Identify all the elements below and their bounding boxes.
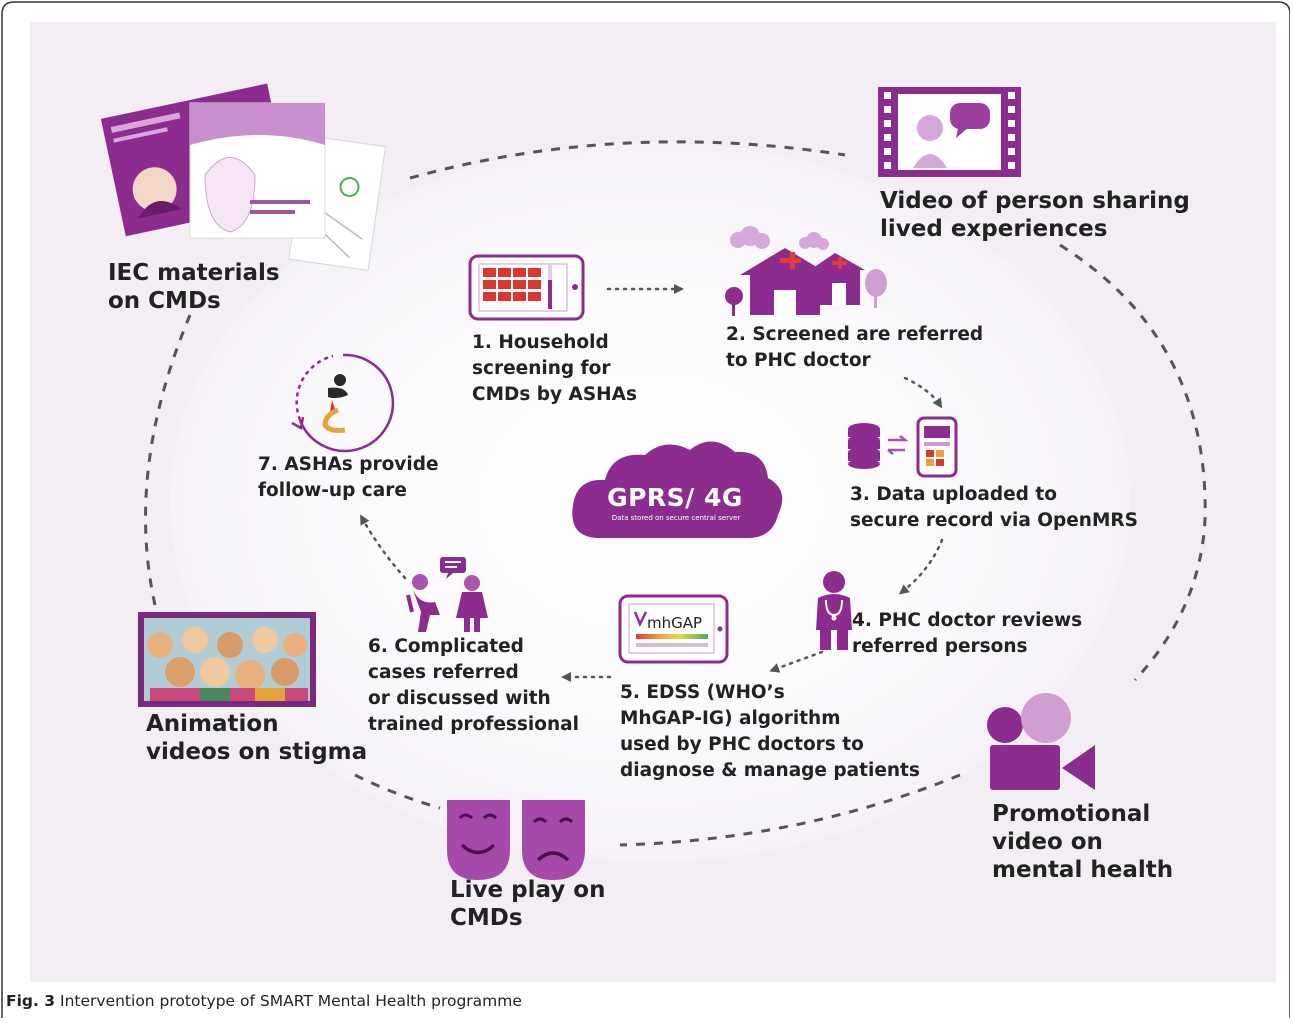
phc-houses-icon xyxy=(725,226,887,316)
step-7-label: 7. ASHAs provide follow-up care xyxy=(258,454,439,501)
arrow-2-to-3 xyxy=(903,376,943,409)
theatre-masks-icon xyxy=(447,800,585,880)
step-2-label: 2. Screened are referred to PHC doctor xyxy=(726,324,984,371)
cloud-subtitle: Data stored on secure central server xyxy=(611,514,741,522)
figure-caption: Fig. 3 Intervention prototype of SMART M… xyxy=(6,992,522,1010)
mhgap-tablet-icon: mhGAP xyxy=(618,594,729,664)
step-3-label: 3. Data uploaded to secure record via Op… xyxy=(850,484,1138,531)
step-4-label: 4. PHC doctor reviews referred persons xyxy=(852,610,1083,657)
iec-brochures-icon xyxy=(100,83,387,271)
caption-label: Fig. 3 xyxy=(6,992,56,1010)
step-5-label: 5. EDSS (WHO’s MhGAP-IG) algorithm used … xyxy=(620,682,920,781)
caption-text: Intervention prototype of SMART Mental H… xyxy=(60,992,522,1010)
animation-crowd-icon xyxy=(138,612,316,707)
mhgap-label: mhGAP xyxy=(647,614,702,632)
video-camera-icon xyxy=(987,693,1095,790)
step-6-label: 6. Complicated cases referred or discuss… xyxy=(368,636,579,735)
followup-cycle-icon xyxy=(291,353,395,453)
animation-videos-label: Animation videos on stigma xyxy=(146,711,368,765)
lived-experience-label: Video of person sharing lived experience… xyxy=(880,188,1190,242)
consultation-icon xyxy=(406,557,488,632)
arrow-6-to-7 xyxy=(360,514,407,580)
promotional-video-label: Promotional video on mental health xyxy=(992,801,1174,883)
film-video-icon xyxy=(878,87,1021,177)
inner-dotted-arrows xyxy=(360,284,944,682)
step-1-label: 1. Household screening for CMDs by ASHAs xyxy=(472,332,637,405)
cloud-icon xyxy=(572,441,783,538)
arrow-4-to-5 xyxy=(769,650,824,673)
outer-dashed-ring xyxy=(144,140,1207,847)
doctor-icon xyxy=(816,571,852,650)
live-play-label: Live play on CMDs xyxy=(450,877,606,931)
cloud-title: GPRS/ 4G xyxy=(607,483,743,512)
iec-materials-label: IEC materials on CMDs xyxy=(108,260,280,314)
tablet-screening-icon xyxy=(468,254,585,321)
database-upload-icon xyxy=(848,416,958,478)
arrow-3-to-4 xyxy=(898,538,944,595)
